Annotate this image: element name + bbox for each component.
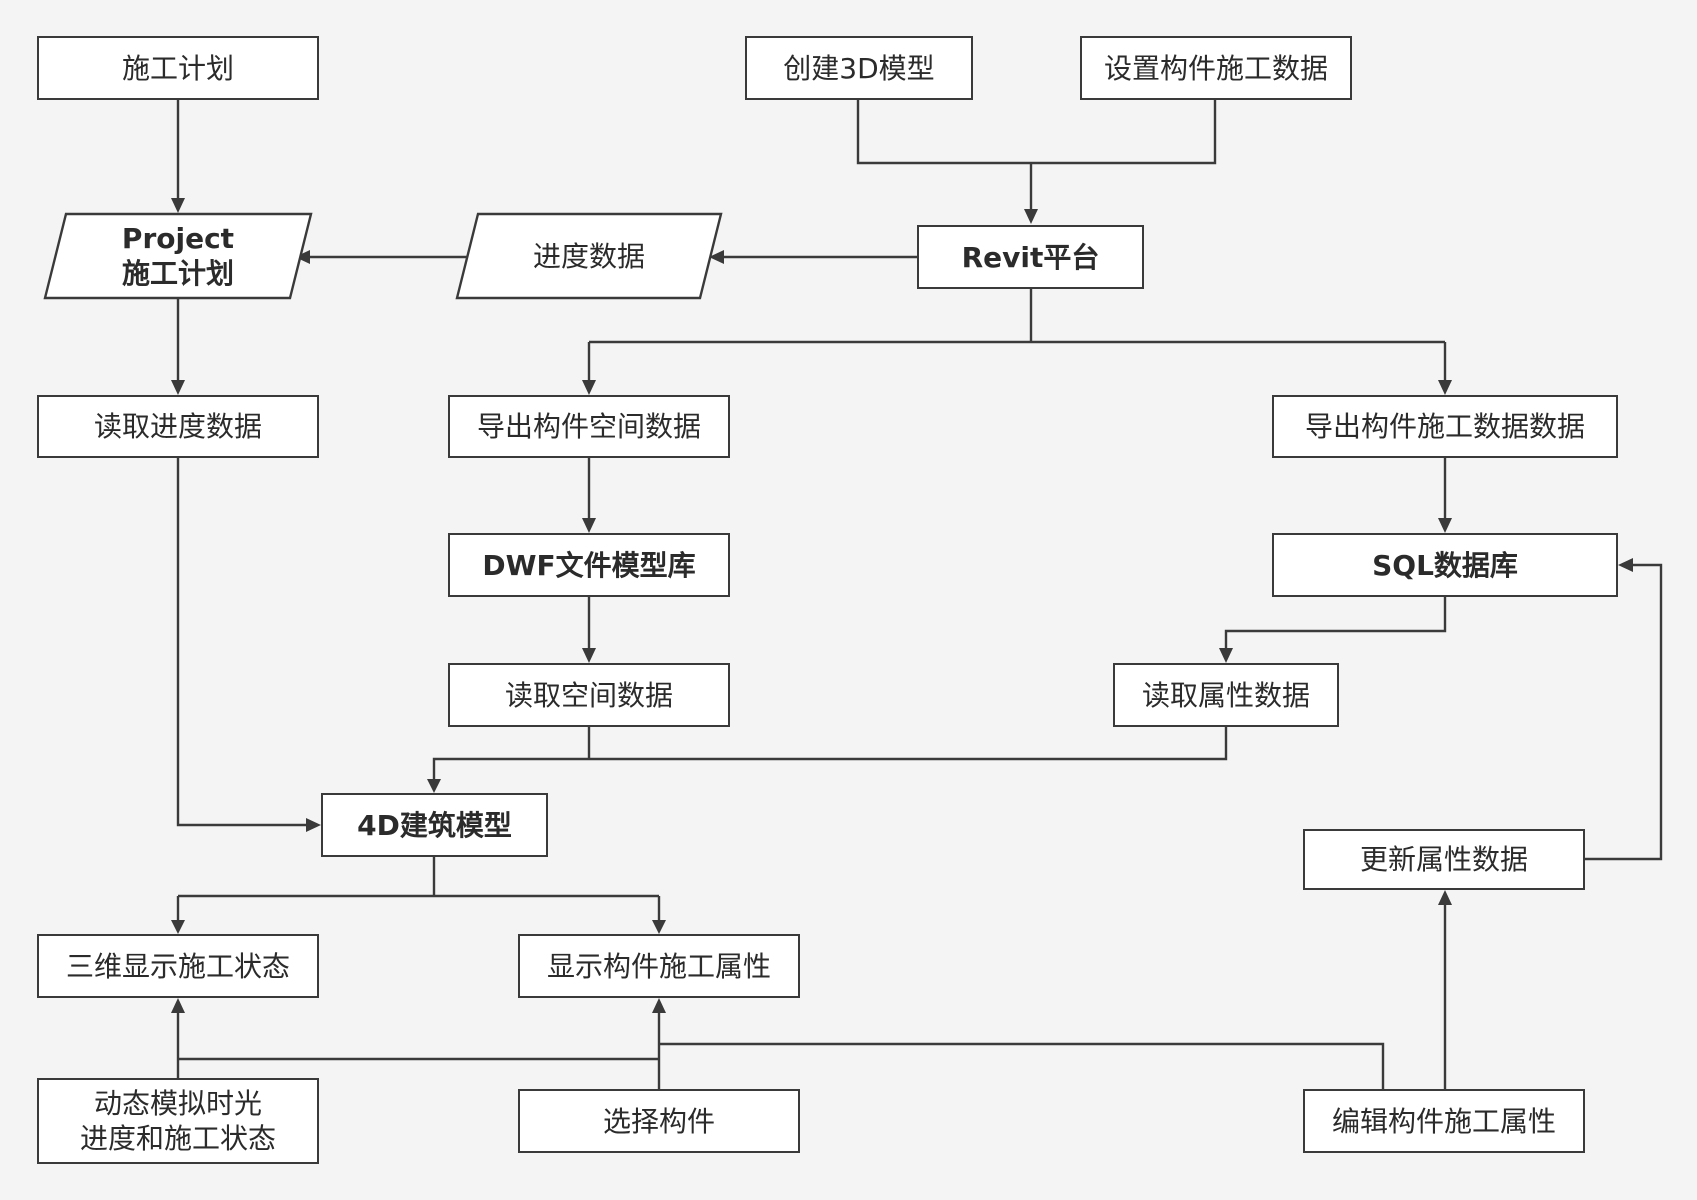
node-export-spatial-data: 导出构件空间数据 [448,395,730,458]
node-label-line2: 施工计划 [121,257,234,290]
node-label: 施工计划 [121,51,234,85]
arrowhead-to-show-attr [652,920,666,934]
node-dynamic-simulation: 动态模拟时光 进度和施工状态 [37,1078,319,1164]
arrowhead-read-progress-to-4d [306,818,321,832]
node-select-component: 选择构件 [518,1089,800,1153]
node-label: 导出构件施工数据数据 [1304,410,1585,443]
node-progress-data: 进度数据 [455,212,723,300]
arrowhead-project-to-read-progress [171,380,185,395]
node-label: 导出构件空间数据 [476,410,701,443]
connector-to-4d-model [432,727,1228,782]
node-label: 创建3D模型 [783,51,935,85]
node-label: 读取空间数据 [504,678,673,712]
node-label: 读取属性数据 [1141,678,1310,712]
node-label: 显示构件施工属性 [546,949,771,983]
node-label: 三维显示施工状态 [65,949,290,983]
parallelogram-shape [455,212,723,300]
node-4d-building-model: 4D建筑模型 [321,793,548,857]
parallelogram-shape [43,212,313,300]
node-label-line2: 进度和施工状态 [79,1122,276,1155]
node-label: 读取进度数据 [93,410,262,443]
connector-revit-split [589,289,1445,344]
node-label: 更新属性数据 [1359,843,1528,876]
connector-3dmodel [856,100,1217,165]
node-export-construction-data: 导出构件施工数据数据 [1272,395,1618,458]
arrowhead-update-to-sql [1618,558,1633,572]
node-label-line1: 动态模拟时光 [93,1087,262,1120]
node-sql-database: SQL数据库 [1272,533,1618,597]
arrowhead-to-sql [1438,518,1452,533]
node-update-attribute-data: 更新属性数据 [1303,829,1585,890]
node-dwf-model-library: DWF文件模型库 [448,533,730,597]
node-read-attribute-data: 读取属性数据 [1113,663,1339,727]
node-label: Revit平台 [961,240,1100,274]
node-read-progress-data: 读取进度数据 [37,395,319,458]
node-show-component-attributes: 显示构件施工属性 [518,934,800,998]
arrowhead-to-dwf [582,518,596,533]
node-project-plan: Project 施工计划 [43,212,313,300]
arrowhead-to-4d-model [427,779,441,793]
arrowhead-edit-to-update [1438,890,1452,905]
arrowhead-to-export-construction [1438,380,1452,395]
node-label: 设置构件施工数据 [1103,51,1328,85]
connector-4d-split [178,857,659,898]
node-show-3d-status: 三维显示施工状态 [37,934,319,998]
arrow-update-to-sql [1585,563,1663,861]
node-edit-component-attributes: 编辑构件施工属性 [1303,1089,1585,1153]
node-create-3d-model: 创建3D模型 [745,36,973,100]
connector-edit-to-show-attr [659,1042,1385,1089]
arrow-read-progress-to-4d [176,458,310,827]
node-label: 编辑构件施工属性 [1331,1104,1556,1138]
arrowhead-to-export-spatial [582,380,596,395]
arrowhead-select-to-show-attr [652,998,666,1013]
node-label: 选择构件 [602,1104,715,1138]
node-label: 进度数据 [532,239,645,273]
node-label-line1: Project [121,222,235,255]
node-revit-platform: Revit平台 [917,225,1144,289]
node-construction-plan: 施工计划 [37,36,319,100]
arrowhead-progress-to-project [295,250,310,264]
arrowhead-to-show-3d [171,920,185,934]
arrowhead-to-read-attr [1219,648,1233,663]
arrow-to-read-attr [1224,597,1447,652]
arrowhead-revit-to-progress [709,250,724,264]
node-label: 4D建筑模型 [357,808,512,842]
node-read-spatial-data: 读取空间数据 [448,663,730,727]
arrowhead-to-read-spatial [582,648,596,663]
node-label: DWF文件模型库 [482,548,696,582]
node-label: SQL数据库 [1372,548,1518,582]
arrowhead-plan-to-project [171,198,185,213]
arrowhead-sim-to-show-3d [171,998,185,1013]
node-set-component-data: 设置构件施工数据 [1080,36,1352,100]
arrowhead-to-revit [1024,209,1038,224]
